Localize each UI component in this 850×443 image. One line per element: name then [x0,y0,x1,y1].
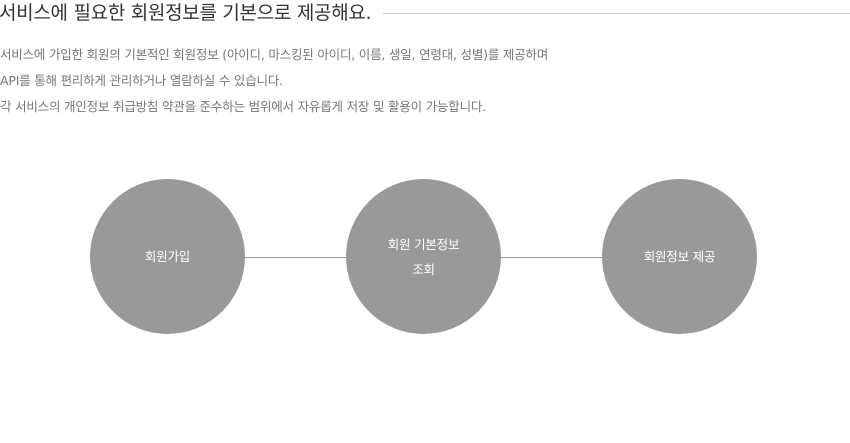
step-label: 회원가입 [145,244,190,269]
step-label-line: 회원정보 제공 [643,249,716,264]
description-line: 서비스에 가입한 회원의 기본적인 회원정보 (아이디, 마스킹된 아이디, 이… [0,47,549,62]
step-label-line: 조회 [412,261,435,277]
title-divider [383,12,850,14]
section-heading: 서비스에 필요한 회원정보를 기본으로 제공해요. [0,0,850,26]
connector-line [501,257,604,258]
step-label-line: 회원 기본정보 [387,236,460,252]
description-line: 각 서비스의 개인정보 취급방침 약관을 준수하는 범위에서 자유롭게 저장 및… [0,99,486,114]
page-title: 서비스에 필요한 회원정보를 기본으로 제공해요. [0,2,372,24]
step-label: 회원 기본정보 조회 [388,232,460,282]
step-signup: 회원가입 [90,179,245,334]
step-label: 회원정보 제공 [644,244,716,269]
connector-line [245,257,348,258]
step-member-info-provision: 회원정보 제공 [602,179,757,334]
description-line: API를 통해 편리하게 관리하거나 열람하실 수 있습니다. [0,73,283,88]
step-label-line: 회원가입 [144,249,191,264]
service-description: 서비스에 가입한 회원의 기본적인 회원정보 (아이디, 마스킹된 아이디, 이… [0,42,845,120]
step-basic-info-lookup: 회원 기본정보 조회 [346,179,501,334]
